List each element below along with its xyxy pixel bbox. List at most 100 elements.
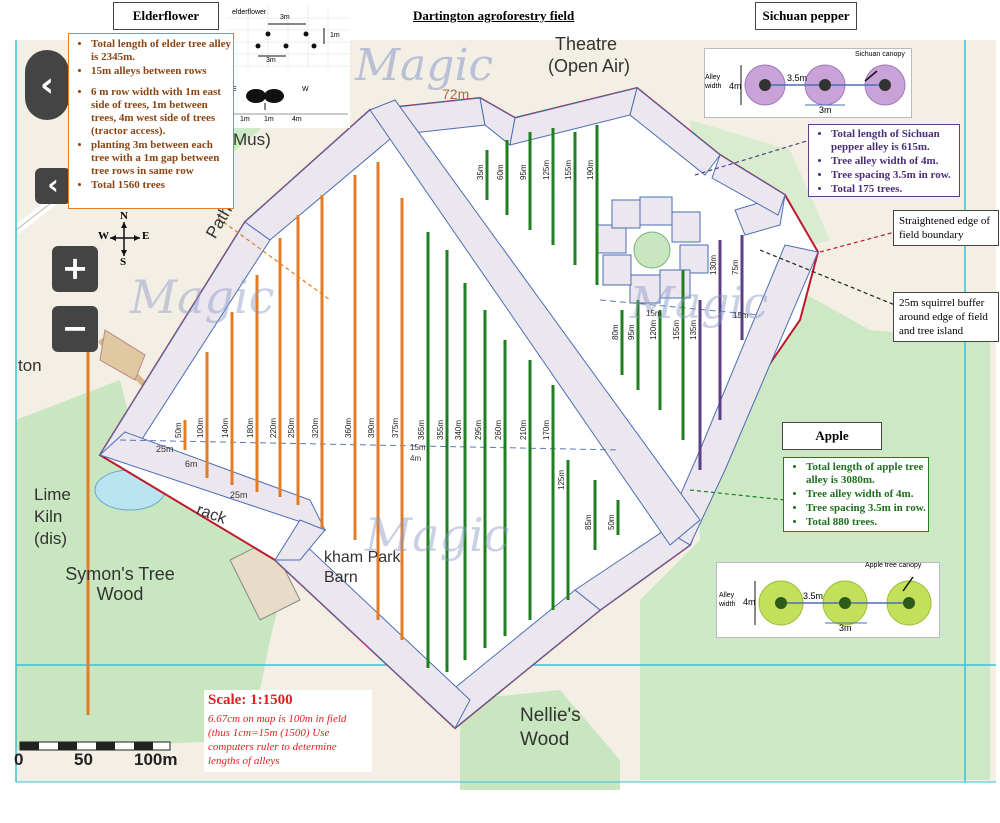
pepper-row-label: 130m: [709, 255, 718, 275]
apple-header: Apple: [782, 422, 882, 450]
building-west: [99, 329, 146, 381]
elder-row-label: 180m: [246, 418, 255, 438]
label-open-air: (Open Air): [548, 56, 631, 76]
elder-diagram-w: W: [302, 86, 309, 93]
elder-row-label: 390m: [367, 418, 376, 438]
island-label-2: 15m: [733, 311, 749, 320]
buffer-label-15m: 15m: [410, 443, 426, 452]
apple-note-3: Tree spacing 3.5m in row.: [806, 502, 928, 515]
compass-arrows-icon: [110, 222, 140, 256]
measure-line-2: [599, 299, 761, 316]
back-button[interactable]: ‹: [35, 168, 71, 204]
compass-w: W: [98, 230, 109, 242]
compass-s: S: [120, 256, 127, 268]
buffer-arrow: [759, 249, 896, 306]
zoom-out-button[interactable]: −: [52, 306, 98, 352]
pepper-note-1: Total length of Sichuan pepper alley is …: [831, 128, 959, 154]
elder-note-5: Total 1560 trees: [91, 179, 233, 192]
elderflower-header: Elderflower: [113, 2, 219, 30]
elder-row-label: 50m: [174, 422, 183, 438]
scale-box: Scale: 1:1500 6.67cm on map is 100m in f…: [204, 690, 372, 772]
pan-left-button[interactable]: ‹: [25, 50, 69, 120]
label-mus: Mus): [233, 130, 271, 149]
compass-n: N: [120, 210, 128, 222]
scale-bar-100: 100m: [134, 750, 178, 769]
label-elevation: 72m: [442, 86, 470, 102]
apple-row-top-label: 60m: [496, 164, 505, 180]
straightened-edge-callout: Straightened edge of field boundary: [893, 210, 999, 246]
elder-row-label: 320m: [311, 418, 320, 438]
page-title: Dartington agroforestry field: [413, 8, 575, 23]
apple-note-arrow: [689, 489, 786, 501]
elder-note-2: 15m alleys between rows: [91, 65, 233, 78]
label-park-barn: kham Park Barn: [324, 549, 401, 586]
apple-row-label: 365m: [417, 420, 426, 440]
apple-row-label: 260m: [494, 420, 503, 440]
label-lime-kiln: Lime Kiln (dis): [34, 485, 71, 548]
elder-note-4: planting 3m between each tree with a 1m …: [91, 139, 233, 178]
wood-area-symons: [16, 380, 290, 750]
elder-note-arrow: [217, 217, 331, 301]
squirrel-buffer: [99, 87, 819, 729]
pepper-notes: Total length of Sichuan pepper alley is …: [808, 124, 960, 197]
pepper-note-3: Tree spacing 3.5m in row.: [831, 169, 959, 182]
scale-bar-0: 0: [14, 750, 24, 769]
scale-text: 6.67cm on map is 100m in field (thus 1cm…: [208, 713, 347, 767]
apple-width-label: 4m: [743, 597, 756, 607]
scale-bar-50: 50: [74, 750, 93, 769]
elder-diagram-spacing-2: 3m: [266, 57, 276, 64]
apple-note-4: Total 880 trees.: [806, 516, 928, 529]
scale-title: Scale: 1:1500: [208, 692, 293, 708]
elder-diagram-w1: 1m: [240, 116, 250, 123]
apple-gap-label: 3m: [839, 623, 852, 633]
apple-row-right-label: 80m: [611, 324, 620, 340]
buffer-label-left: 25m: [156, 444, 174, 454]
zoom-in-button[interactable]: +: [52, 246, 98, 292]
elder-row-label: 140m: [221, 418, 230, 438]
pepper-note-arrow: [694, 139, 811, 176]
elder-row-label: 220m: [269, 418, 278, 438]
apple-row-top-label: 35m: [476, 164, 485, 180]
apple-row-label: 355m: [436, 420, 445, 440]
pepper-row-label: 75m: [731, 259, 740, 275]
island-label-1: 15m: [646, 309, 662, 318]
apple-notes: Total length of apple tree alley is 3080…: [783, 457, 929, 532]
label-nellies: Nellie's Wood: [520, 705, 581, 750]
apple-canopy-diagram: [754, 576, 932, 626]
elder-diagram-w2: 1m: [264, 116, 274, 123]
elder-diagram-spacing: 3m: [280, 14, 290, 21]
straighten-arrow: [819, 231, 896, 253]
pepper-header: Sichuan pepper: [755, 2, 857, 30]
apple-note-1: Total length of apple tree alley is 3080…: [806, 461, 928, 487]
elder-diagram-title: elderflower: [232, 9, 267, 16]
label-symons: Symon's Tree Wood: [65, 564, 175, 604]
buffer-label-bottom: 25m: [230, 490, 248, 500]
pepper-spacing-label: 3.5m: [787, 73, 808, 83]
elder-diagram: elderflower 3m 1m 3m E W 1m 1m 4m: [228, 6, 350, 128]
apple-row-right-label: 95m: [627, 324, 636, 340]
pepper-diagram: Sichuan canopy Alley width 4m 3.5m 3m: [704, 48, 912, 118]
tree-rows: [86, 125, 744, 715]
elder-note-1: Total length of elder tree alley is 2345…: [91, 38, 233, 64]
apple-spacing-label: 3.5m: [803, 591, 824, 601]
compass-e: E: [142, 230, 150, 242]
elder-spacing-diagram: [228, 6, 350, 115]
pepper-canopy-label: Sichuan canopy: [855, 51, 905, 58]
apple-row-label: 50m: [607, 514, 616, 530]
scale-bar: [19, 741, 171, 751]
elder-row-label: 360m: [344, 418, 353, 438]
watermark-magic-1: Magic: [355, 40, 494, 91]
wood-area-nellies: [460, 690, 620, 790]
watermark-magic-2: Magic: [130, 270, 275, 324]
pepper-alley-label: Alley width: [705, 74, 722, 90]
apple-row-label: 295m: [474, 420, 483, 440]
elder-note-3: 6 m row width with 1m east side of trees…: [91, 86, 233, 138]
tree-island: [597, 196, 709, 304]
elder-diagram-e: E: [232, 86, 237, 93]
apple-note-2: Tree alley width of 4m.: [806, 488, 928, 501]
apple-alley-label: Alley width: [719, 592, 736, 608]
apple-row-top-label: 95m: [519, 164, 528, 180]
apple-row-label: 125m: [557, 470, 566, 490]
buffer-label-4m: 4m: [410, 454, 422, 463]
